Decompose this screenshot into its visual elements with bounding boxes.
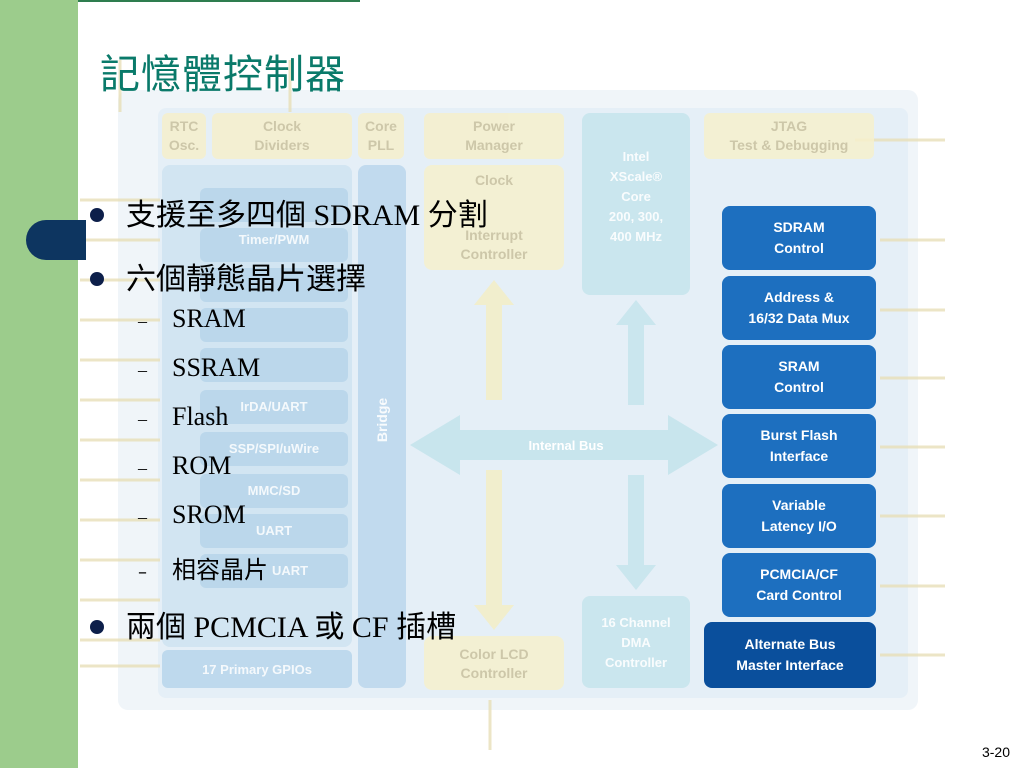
svg-text:XScale®: XScale® <box>610 169 663 184</box>
bullet-item: 六個靜態晶片選擇 <box>90 254 366 298</box>
svg-text:400 MHz: 400 MHz <box>610 229 663 244</box>
svg-text:Clock: Clock <box>263 118 301 134</box>
svg-text:Color LCD: Color LCD <box>459 646 528 662</box>
svg-text:IrDA/UART: IrDA/UART <box>240 399 307 414</box>
bullet-dot-icon <box>90 208 104 223</box>
svg-text:Interrupt: Interrupt <box>465 227 523 243</box>
page-number: 3-20 <box>981 744 1010 760</box>
svg-text:SRAM: SRAM <box>778 358 819 374</box>
svg-text:Control: Control <box>774 240 824 256</box>
svg-text:Bridge: Bridge <box>374 398 390 443</box>
dash-icon: – <box>138 311 147 331</box>
bullet-dot-icon <box>90 272 104 287</box>
dash-icon: – <box>138 360 147 380</box>
bullet-dot-icon <box>90 620 104 635</box>
dash-icon: – <box>138 562 147 583</box>
svg-text:DMA: DMA <box>621 635 651 650</box>
dash-icon: – <box>138 458 147 478</box>
svg-text:MMC/SD: MMC/SD <box>248 483 301 498</box>
svg-text:RTC: RTC <box>170 118 199 134</box>
svg-text:Dividers: Dividers <box>254 137 309 153</box>
sub-bullet-item: –ROM <box>138 451 232 480</box>
svg-text:Internal Bus: Internal Bus <box>528 438 603 453</box>
svg-text:Core: Core <box>365 118 397 134</box>
svg-text:Variable: Variable <box>772 497 826 513</box>
svg-text:Controller: Controller <box>461 246 528 262</box>
svg-text:SDRAM: SDRAM <box>773 219 824 235</box>
svg-text:Controller: Controller <box>605 655 667 670</box>
svg-text:Controller: Controller <box>461 665 528 681</box>
svg-text:Latency I/O: Latency I/O <box>761 518 837 534</box>
dash-icon: – <box>138 507 147 527</box>
sub-bullet-item: –SRAM <box>138 304 246 333</box>
top-rule <box>78 0 360 2</box>
svg-text:Power: Power <box>473 118 516 134</box>
svg-text:Osc.: Osc. <box>169 137 199 153</box>
svg-text:17 Primary GPIOs: 17 Primary GPIOs <box>202 662 312 677</box>
sub-bullet-item: –相容晶片 <box>138 556 268 584</box>
side-tab <box>26 220 86 260</box>
svg-text:SSP/SPI/uWire: SSP/SPI/uWire <box>229 441 319 456</box>
svg-text:Address &: Address & <box>764 289 834 305</box>
svg-text:Timer/PWM: Timer/PWM <box>239 232 310 247</box>
svg-text:Control: Control <box>774 379 824 395</box>
svg-text:PCMCIA/CF: PCMCIA/CF <box>760 566 838 582</box>
svg-text:200, 300,: 200, 300, <box>609 209 663 224</box>
svg-text:UART: UART <box>272 563 308 578</box>
svg-text:Manager: Manager <box>465 137 523 153</box>
svg-text:Intel: Intel <box>623 149 650 164</box>
slide-title: 記憶體控制器 <box>100 52 346 98</box>
svg-text:Core: Core <box>621 189 651 204</box>
sub-bullet-item: –SSRAM <box>138 353 261 382</box>
svg-text:JTAG: JTAG <box>771 118 807 134</box>
svg-text:Card Control: Card Control <box>756 587 842 603</box>
svg-text:UART: UART <box>256 523 292 538</box>
bullet-item: 支援至多四個 SDRAM 分割 <box>90 190 488 234</box>
svg-text:16 Channel: 16 Channel <box>601 615 670 630</box>
sub-bullet-item: –Flash <box>138 402 229 431</box>
bullet-item: 兩個 PCMCIA 或 CF 插槽 <box>90 602 456 646</box>
svg-text:Interface: Interface <box>770 448 829 464</box>
svg-text:Test & Debugging: Test & Debugging <box>730 137 849 153</box>
dash-icon: – <box>138 409 147 429</box>
svg-text:PLL: PLL <box>368 137 395 153</box>
svg-text:16/32 Data Mux: 16/32 Data Mux <box>748 310 849 326</box>
svg-text:Master Interface: Master Interface <box>736 657 844 673</box>
side-bar <box>0 0 78 768</box>
svg-text:Clock: Clock <box>475 172 513 188</box>
svg-text:Alternate Bus: Alternate Bus <box>744 636 835 652</box>
svg-text:Burst Flash: Burst Flash <box>760 427 837 443</box>
sub-bullet-item: –SROM <box>138 500 246 529</box>
